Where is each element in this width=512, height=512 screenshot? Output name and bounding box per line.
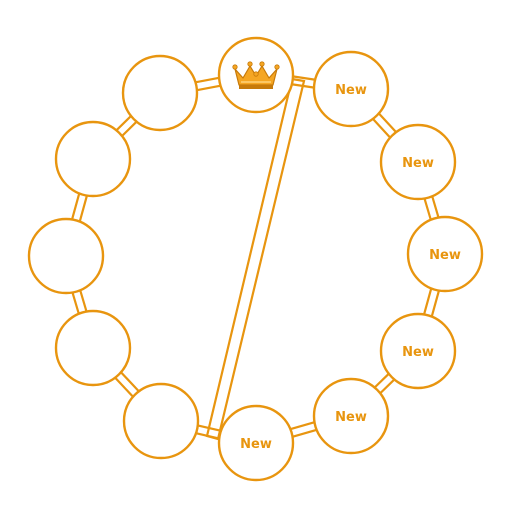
slot-e3[interactable] bbox=[27, 217, 105, 295]
divider-outline bbox=[205, 77, 306, 441]
connector-line bbox=[290, 74, 319, 82]
slot-n5[interactable]: New bbox=[312, 377, 390, 455]
connector-line bbox=[70, 190, 82, 223]
connector-line bbox=[119, 118, 140, 139]
slot-label: New bbox=[402, 345, 434, 360]
slot-circle[interactable] bbox=[54, 309, 132, 387]
connector-line bbox=[78, 287, 89, 315]
connector-line bbox=[422, 285, 434, 318]
connector-line bbox=[429, 287, 441, 320]
connector-line bbox=[112, 374, 136, 400]
slot-circle[interactable] bbox=[312, 377, 390, 455]
slot-n2[interactable]: New bbox=[379, 123, 457, 201]
slot-label: New bbox=[429, 248, 461, 263]
slot-circle[interactable] bbox=[312, 50, 390, 128]
connector-line bbox=[430, 193, 441, 221]
slot-label: New bbox=[240, 437, 272, 452]
connector-line bbox=[371, 371, 392, 391]
slot-circle[interactable] bbox=[406, 215, 484, 293]
slot-e4[interactable] bbox=[54, 120, 132, 198]
slot-n4[interactable]: New bbox=[379, 312, 457, 390]
connector-line bbox=[192, 76, 223, 84]
slot-e5[interactable] bbox=[121, 54, 199, 132]
connector-line bbox=[113, 113, 134, 134]
connector-line bbox=[287, 420, 318, 431]
slot-circle[interactable] bbox=[27, 217, 105, 295]
connectors bbox=[70, 74, 441, 441]
divider-bar bbox=[205, 77, 306, 441]
connector-line bbox=[289, 428, 320, 439]
connector-line bbox=[118, 369, 142, 395]
slot-top[interactable] bbox=[217, 36, 295, 114]
slot-label: New bbox=[335, 83, 367, 98]
slot-circle[interactable] bbox=[122, 382, 200, 460]
slot-circle[interactable] bbox=[379, 123, 457, 201]
connector-line bbox=[77, 192, 89, 225]
connector-line bbox=[377, 376, 398, 396]
crown-icon bbox=[232, 61, 280, 89]
slot-circle[interactable] bbox=[379, 312, 457, 390]
slot-n6[interactable]: New bbox=[217, 404, 295, 482]
slot-e2[interactable] bbox=[54, 309, 132, 387]
slot-circle[interactable] bbox=[121, 54, 199, 132]
divider-inner-line bbox=[212, 82, 297, 436]
connector-line bbox=[70, 289, 81, 317]
connector-line bbox=[370, 116, 393, 141]
slot-n3[interactable]: New bbox=[406, 215, 484, 293]
slot-n1[interactable]: New bbox=[312, 50, 390, 128]
connector-line bbox=[376, 110, 399, 135]
slot-circle[interactable] bbox=[217, 404, 295, 482]
connector-line bbox=[422, 195, 433, 223]
slot-label: New bbox=[335, 410, 367, 425]
slot-label: New bbox=[402, 156, 434, 171]
slot-circle[interactable] bbox=[54, 120, 132, 198]
connector-line bbox=[193, 84, 224, 92]
slot-e1[interactable] bbox=[122, 382, 200, 460]
